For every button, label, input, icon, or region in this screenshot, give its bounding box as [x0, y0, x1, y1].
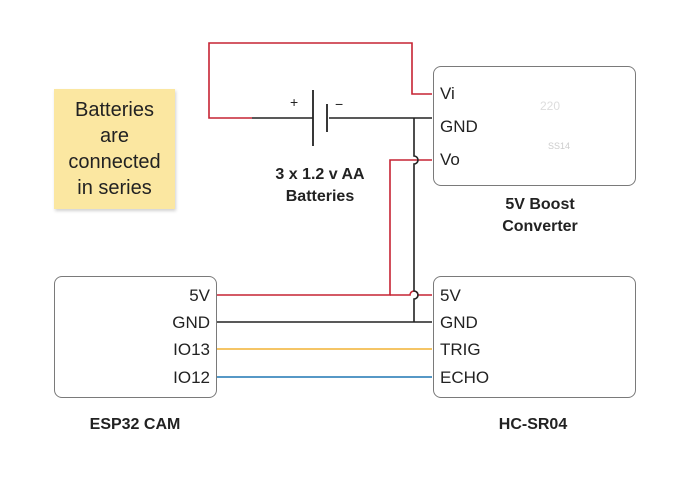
hc-pin-gnd: GND: [440, 313, 478, 332]
wire-vo-to-5v-bus: [215, 159, 432, 296]
battery-minus-sign: −: [335, 96, 344, 112]
boost-pin-vi: Vi: [440, 84, 455, 103]
note-line-3: connected: [68, 151, 161, 173]
boost-caption-line-1: 5V Boost: [505, 196, 575, 213]
note-line-2: are: [100, 125, 129, 147]
boost-pin-gnd: GND: [440, 117, 478, 136]
series-note: Batteries are connected in series: [54, 89, 175, 209]
battery-plus-sign: +: [290, 94, 299, 110]
hc-pin-trig: TRIG: [440, 340, 481, 359]
wire-gnd-bus: [413, 118, 419, 322]
boost-caption-line-2: Converter: [502, 218, 578, 235]
hcsr04-caption: HC-SR04: [498, 416, 568, 433]
note-line-1: Batteries: [75, 99, 154, 121]
boost-pin-vo: Vo: [440, 150, 460, 169]
note-line-4: in series: [77, 177, 152, 199]
battery-label-line-2: Batteries: [285, 188, 355, 205]
battery-label: 3 x 1.2 v AA Batteries: [247, 164, 393, 208]
wire-5v-to-hcsr04: [390, 290, 432, 296]
battery-label-line-1: 3 x 1.2 v AA: [275, 166, 365, 183]
esp32-pin-io12: IO12: [173, 368, 210, 387]
hc-pin-echo: ECHO: [440, 368, 490, 387]
boost-caption: 5V Boost Converter: [475, 194, 605, 238]
esp32-pin-gnd: GND: [172, 313, 210, 332]
wire-battery-plus-to-vi: [208, 42, 432, 119]
esp32-pin-io13: IO13: [173, 340, 210, 359]
hc-pin-5v: 5V: [440, 286, 461, 305]
battery-symbol: [252, 90, 328, 146]
hcsr04-box: [433, 276, 636, 398]
boost-mark-vi: Vi: [512, 85, 522, 97]
boost-mark-vo: Vo: [512, 145, 525, 157]
boost-mark-inductor: 220: [540, 99, 561, 113]
ground-wires: [215, 117, 432, 323]
boost-mark-chip: SS14: [548, 141, 571, 151]
esp32-cam-box: [54, 276, 217, 398]
hc-board-mark: HC-SR04: [546, 336, 576, 343]
boost-converter-box: [433, 66, 636, 186]
esp32-pin-5v: 5V: [189, 286, 210, 305]
esp32-caption: ESP32 CAM: [89, 416, 181, 433]
